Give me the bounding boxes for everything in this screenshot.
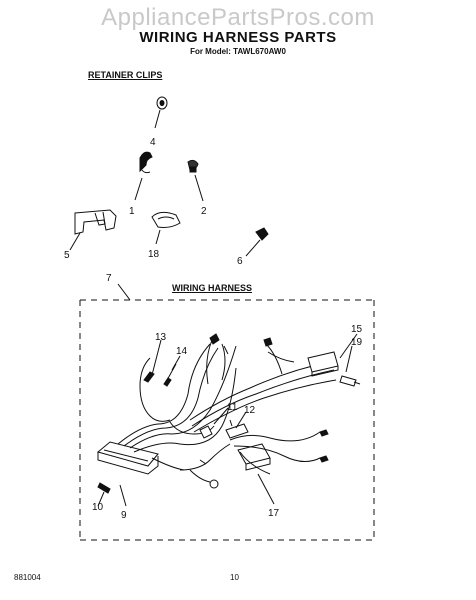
section-wiring-harness: WIRING HARNESS — [172, 283, 253, 293]
model-subtitle: For Model: TAWL670AW0 — [190, 47, 286, 56]
callout-19: 19 — [351, 337, 363, 348]
callout-1: 1 — [129, 206, 135, 217]
callout-6: 6 — [237, 256, 243, 267]
callout-15: 15 — [351, 324, 363, 335]
callout-5: 5 — [64, 250, 70, 261]
part-1-clip — [134, 151, 153, 201]
callout-13: 13 — [155, 332, 167, 343]
part-18-clip — [151, 211, 181, 245]
callout-2: 2 — [201, 206, 207, 217]
callout-4: 4 — [150, 137, 156, 148]
page-title: WIRING HARNESS PARTS — [139, 29, 337, 46]
wiring-harness-assembly-box — [79, 283, 375, 541]
footer-code: 881004 — [14, 573, 41, 582]
callout-14: 14 — [176, 346, 188, 357]
callout-12: 12 — [244, 405, 256, 416]
callout-17: 17 — [268, 508, 280, 519]
section-retainer-clips: RETAINER CLIPS — [88, 70, 163, 80]
footer-page-number: 10 — [230, 573, 239, 582]
part-4-clip — [154, 96, 168, 129]
part-2-clip — [187, 159, 204, 202]
callout-7: 7 — [106, 273, 112, 284]
watermark: AppliancePartsPros.com — [101, 4, 375, 31]
callout-18: 18 — [148, 249, 160, 260]
harness-bundle — [96, 333, 361, 507]
callout-9: 9 — [121, 510, 127, 521]
part-5-clip — [69, 209, 117, 251]
part-6-clip — [245, 227, 269, 257]
callout-11: 11 — [227, 402, 238, 413]
callout-10: 10 — [92, 502, 104, 513]
